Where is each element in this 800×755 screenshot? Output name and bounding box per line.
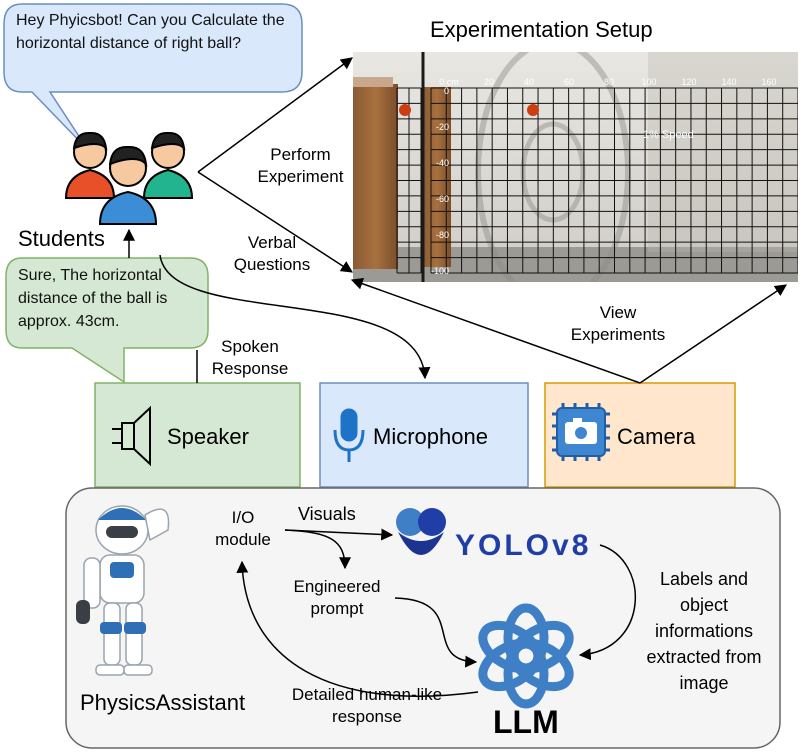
ruler-left-label: -20	[436, 122, 449, 132]
students-label: Students	[18, 226, 105, 251]
measurement-grid	[430, 87, 798, 274]
llm-label: LLM	[493, 704, 559, 740]
speed-caption: 1% Speed	[643, 129, 694, 141]
ruler-top-label: 140	[721, 77, 736, 87]
arrow-verbal-questions	[159, 254, 431, 380]
ruler-top-label: 20	[484, 77, 494, 87]
experiment-photo-art: 1% Speed 0 cm 20 40 60 80 100 120 140 160 0 -20 -4…	[353, 52, 798, 282]
ruler-left-label: -40	[436, 158, 449, 168]
microphone-label: Microphone	[373, 424, 488, 449]
ruler-top-label: 0 cm	[439, 77, 459, 87]
camera-chip-icon	[552, 403, 610, 461]
ruler-left-label: 0	[444, 86, 449, 96]
ruler-top-label: 80	[604, 77, 614, 87]
students-icon	[64, 131, 194, 225]
speaker-box	[94, 382, 301, 488]
ruler-top-label: 40	[524, 77, 534, 87]
llm-logo-icon	[478, 603, 574, 709]
ruler-left-label: -80	[436, 230, 449, 240]
arrow-yolo-to-llm	[578, 544, 637, 661]
right-ball	[527, 104, 539, 116]
spoken-response-label: Spoken Response	[211, 337, 289, 378]
ruler-left-label: -60	[436, 194, 449, 204]
question-bubble-text: Hey Phyicsbot! Can you Calculate the hor…	[16, 12, 285, 52]
ruler-top: 0 cm 20 40 60 80 100 120 140 160	[439, 77, 776, 87]
ruler-top-label: 120	[681, 77, 696, 87]
window-area	[648, 52, 798, 252]
ruler-left: 0 -20 -40 -60 -80 -100	[431, 86, 449, 276]
left-reference-grid	[396, 87, 422, 274]
arrow-llm-to-io	[236, 560, 479, 697]
verbal-questions-label: Verbal Questions	[233, 233, 311, 274]
assistant-name-label: PhysicsAssistant	[80, 690, 246, 715]
arrow-view-experiments-right	[639, 284, 787, 384]
detailed-response-label: Detailed human-like response	[291, 685, 443, 726]
ruler-top-label: 160	[761, 77, 776, 87]
perform-experiment-label: Perform Experiment	[257, 145, 344, 186]
view-experiments-label: View Experiments	[570, 303, 666, 344]
ruler-top-label: 60	[564, 77, 574, 87]
speaker-icon	[112, 405, 151, 467]
answer-bubble-text: Sure, The horizontal distance of the bal…	[18, 267, 168, 330]
ruler-top-label: 100	[641, 77, 656, 87]
arrow-perform-experiment-up	[197, 57, 353, 173]
answer-bubble	[5, 257, 209, 384]
microphone-icon	[333, 408, 365, 462]
camera-label: Camera	[617, 424, 696, 449]
arrow-prompt-to-llm	[394, 597, 478, 668]
hand	[353, 77, 393, 87]
visuals-label: Visuals	[298, 504, 356, 524]
left-ball	[399, 104, 411, 116]
arrow-perform-experiment-down	[197, 171, 354, 273]
speaker-label: Speaker	[167, 424, 249, 449]
physics-assistant-box	[65, 487, 781, 749]
wooden-fence-left	[353, 84, 398, 269]
arrow-view-experiments-left	[350, 277, 641, 384]
setup-title: Experimentation Setup	[430, 17, 653, 42]
engineered-prompt-label: Engineered prompt	[293, 577, 381, 618]
io-module-label: I/O module	[215, 508, 271, 549]
wheel-shadow	[475, 52, 631, 282]
ruler-left-label: -100	[431, 266, 449, 276]
arrow-to-prompt	[284, 529, 351, 570]
question-bubble	[3, 3, 303, 151]
experiment-photo: 1% Speed 0 cm 20 40 60 80 100 120 140 160 0 -20 -4…	[353, 52, 798, 282]
yolo-logo-icon	[396, 508, 446, 555]
labels-info-label: Labels and object informations extracted…	[646, 569, 762, 693]
yolo-logo-text: YOLOv8	[455, 529, 591, 562]
robot-icon	[76, 505, 170, 676]
